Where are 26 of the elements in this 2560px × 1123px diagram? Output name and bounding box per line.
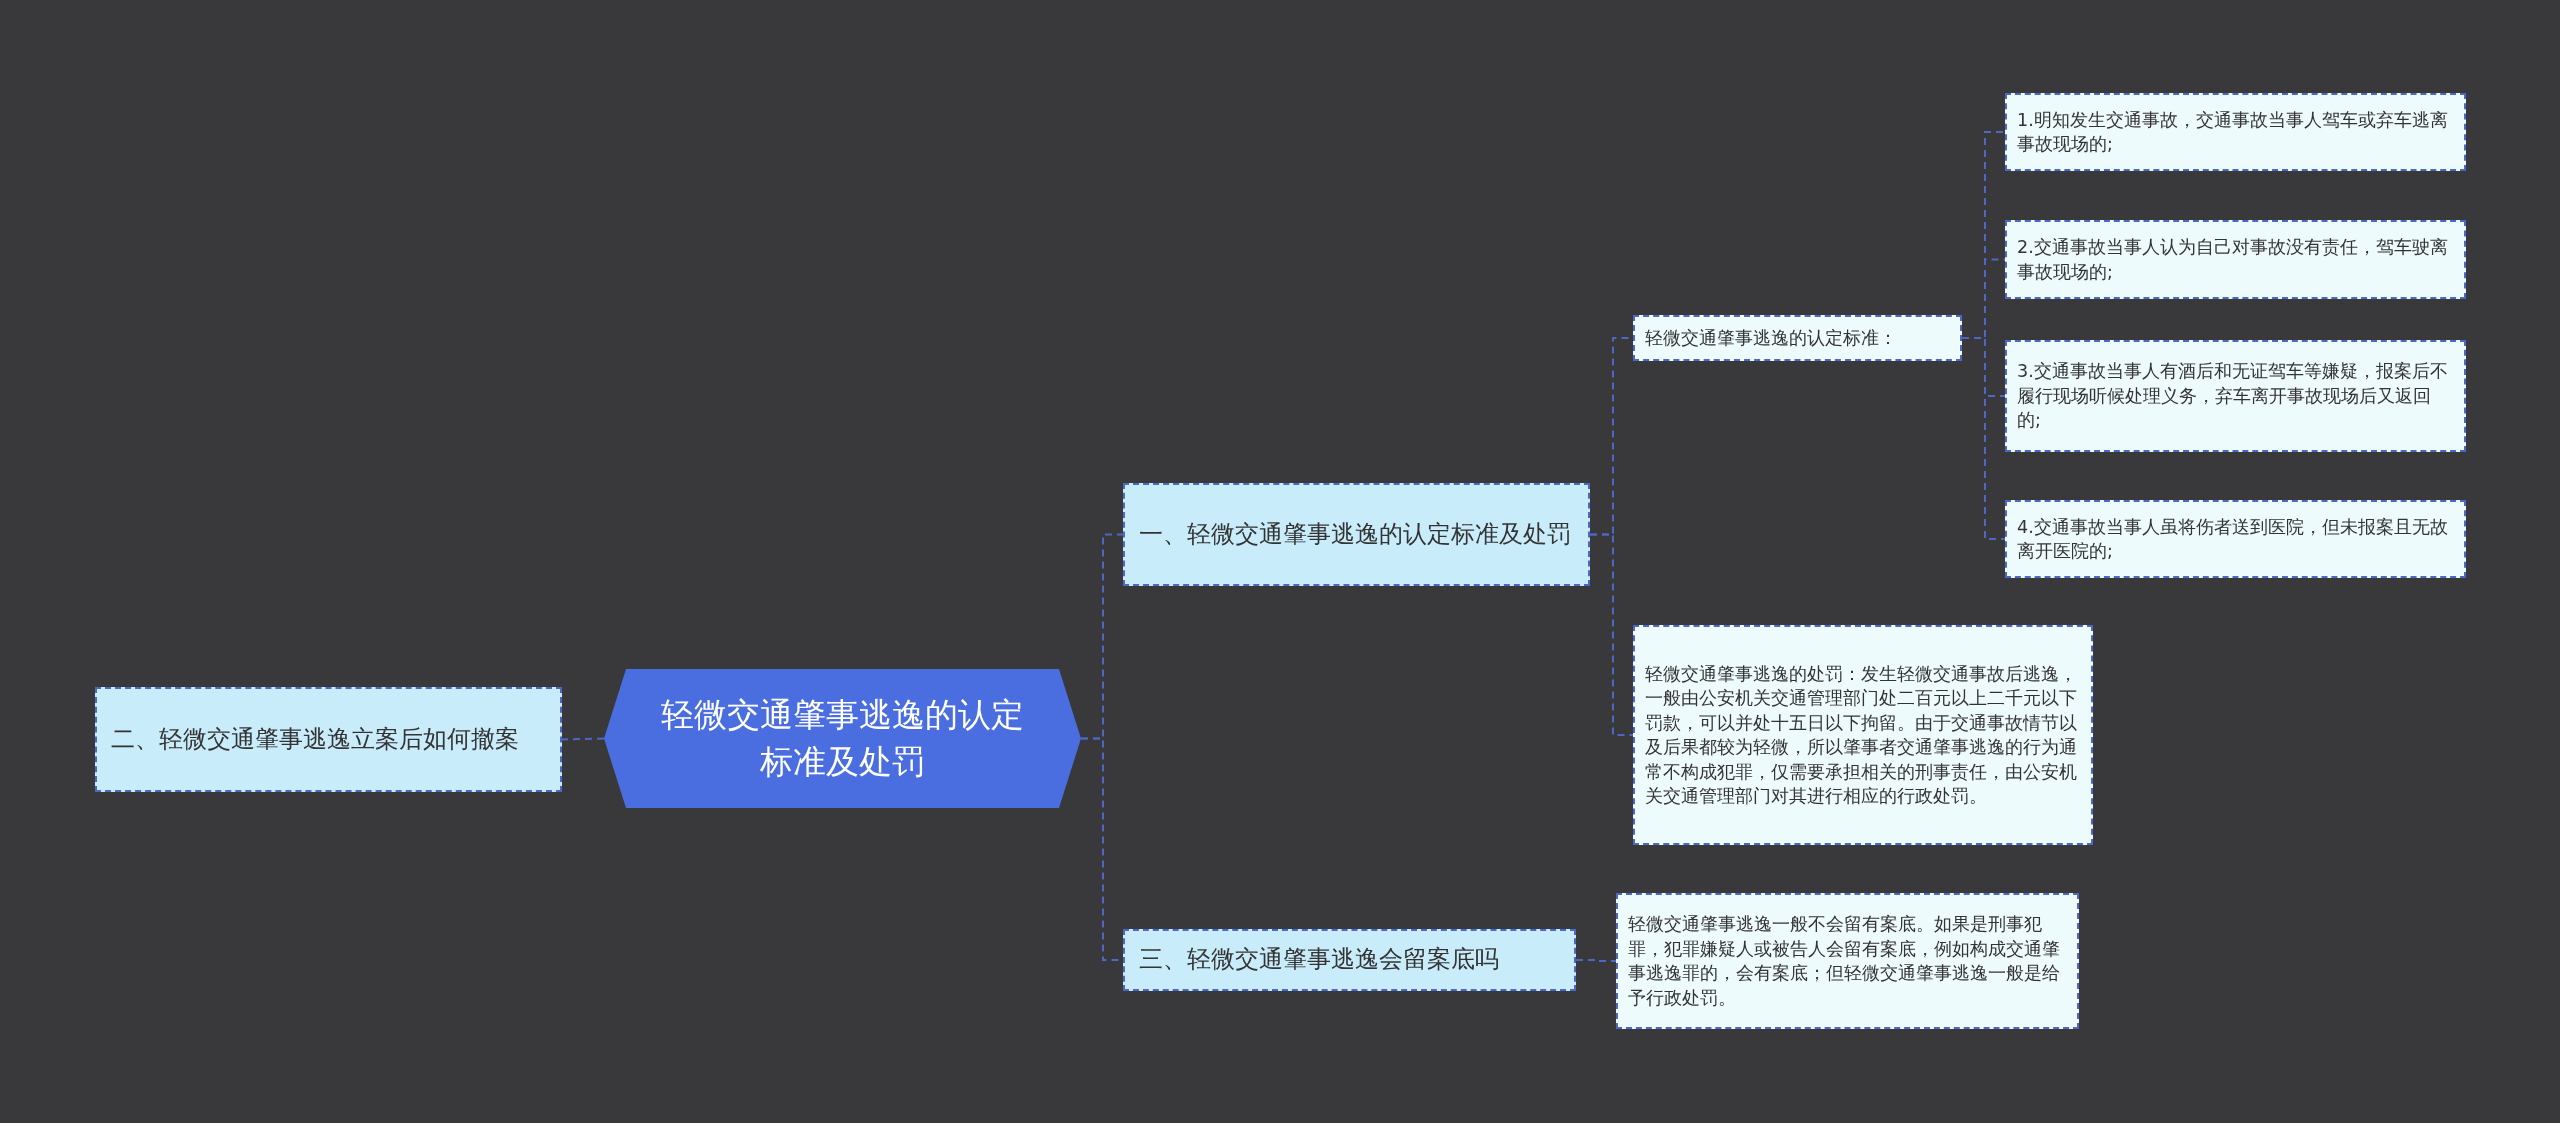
connector-line — [1589, 533, 1634, 736]
topic-text: 轻微交通肇事逃逸一般不会留有案底。如果是刑事犯罪，犯罪嫌疑人或被告人会留有案底，例如构成交通肇事逃逸罪的，会有案底；但轻微交通肇事逃逸一般是给予行政处罚。 — [1628, 913, 2061, 1010]
central-topic-hexagon — [604, 669, 1081, 808]
topic-text: 轻微交通肇事逃逸的认定标准： — [1645, 326, 1897, 350]
connector-line — [561, 737, 605, 741]
topic-text: 三、轻微交通肇事逃逸会留案底吗 — [1139, 944, 1499, 976]
subtopic-box — [1633, 315, 1962, 361]
topic-text: 3.交通事故当事人有酒后和无证驾车等嫌疑，报案后不履行现场听候处理义务，弃车离开事故现场后又返回的; — [2017, 360, 2449, 433]
subtopic-box — [1616, 893, 2079, 1029]
topic-text: 2.交通事故当事人认为自己对事故没有责任，驾车驶离事故现场的; — [2017, 236, 2449, 284]
topic-text: 4.交通事故当事人虽将伤者送到医院，但未报案且无故离开医院的; — [2017, 515, 2449, 563]
subtopic-box — [1633, 625, 2093, 845]
subtopic-box — [2005, 220, 2466, 299]
central-topic-text: 轻微交通肇事逃逸的认定标准及处罚 — [660, 694, 1025, 783]
subtopic-box — [2005, 340, 2466, 452]
topic-text: 轻微交通肇事逃逸的处罚：发生轻微交通事故后逃逸，一般由公安机关交通管理部门处二百元以上二千元以下罚款，可以并处十五日以下拘留。由于交通事故情节以及后果都较为轻微，所以肇事者交通肇事逃逸的行为通常不构成犯罪，仅需要承担相关的刑事责任，由公安机关交通管理部门对其进行相应的行政处罚。 — [1645, 662, 2078, 808]
subtopic-box — [2005, 93, 2466, 171]
topic-box — [1123, 929, 1576, 991]
topic-box — [1123, 483, 1590, 586]
connector-line — [1961, 337, 2006, 540]
topic-text: 一、轻微交通肇事逃逸的认定标准及处罚 — [1139, 518, 1571, 550]
subtopic-box — [2005, 500, 2466, 578]
topic-text: 1.明知发生交通事故，交通事故当事人驾车或弃车逃离事故现场的; — [2017, 108, 2449, 156]
topic-box — [95, 687, 562, 792]
topic-text: 二、轻微交通肇事逃逸立案后如何撤案 — [111, 723, 519, 755]
connector-line — [1575, 959, 1617, 962]
